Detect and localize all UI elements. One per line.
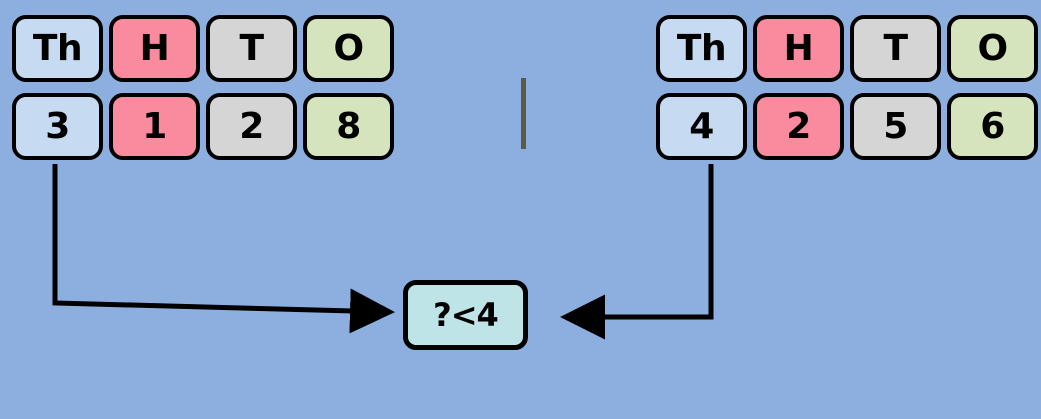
place-value-header-ones-right: O <box>947 15 1038 82</box>
decision-box[interactable]: ?<4 <box>403 280 528 350</box>
place-value-digit-hundreds-right[interactable]: 2 <box>753 93 844 160</box>
connector-right-to-decision <box>560 164 714 340</box>
vertical-divider <box>521 78 526 149</box>
place-value-group-left: Th H T O 3 1 2 8 <box>12 15 394 160</box>
place-value-header-thousands-right: Th <box>656 15 747 82</box>
place-value-header-tens-right: T <box>850 15 941 82</box>
place-value-group-right: Th H T O 4 2 5 6 <box>656 15 1038 160</box>
connector-left-to-decision <box>52 164 395 334</box>
place-value-header-row-right: Th H T O <box>656 15 1038 82</box>
place-value-digit-ones-right[interactable]: 6 <box>947 93 1038 160</box>
place-value-digit-row-left: 3 1 2 8 <box>12 93 394 160</box>
place-value-header-tens-left: T <box>206 15 297 82</box>
place-value-digit-tens-left[interactable]: 2 <box>206 93 297 160</box>
place-value-header-thousands-left: Th <box>12 15 103 82</box>
place-value-digit-ones-left[interactable]: 8 <box>303 93 394 160</box>
place-value-header-row-left: Th H T O <box>12 15 394 82</box>
place-value-digit-hundreds-left[interactable]: 1 <box>109 93 200 160</box>
place-value-header-hundreds-right: H <box>753 15 844 82</box>
place-value-digit-tens-right[interactable]: 5 <box>850 93 941 160</box>
place-value-header-ones-left: O <box>303 15 394 82</box>
place-value-digit-thousands-right[interactable]: 4 <box>656 93 747 160</box>
place-value-digit-row-right: 4 2 5 6 <box>656 93 1038 160</box>
place-value-header-hundreds-left: H <box>109 15 200 82</box>
place-value-digit-thousands-left[interactable]: 3 <box>12 93 103 160</box>
